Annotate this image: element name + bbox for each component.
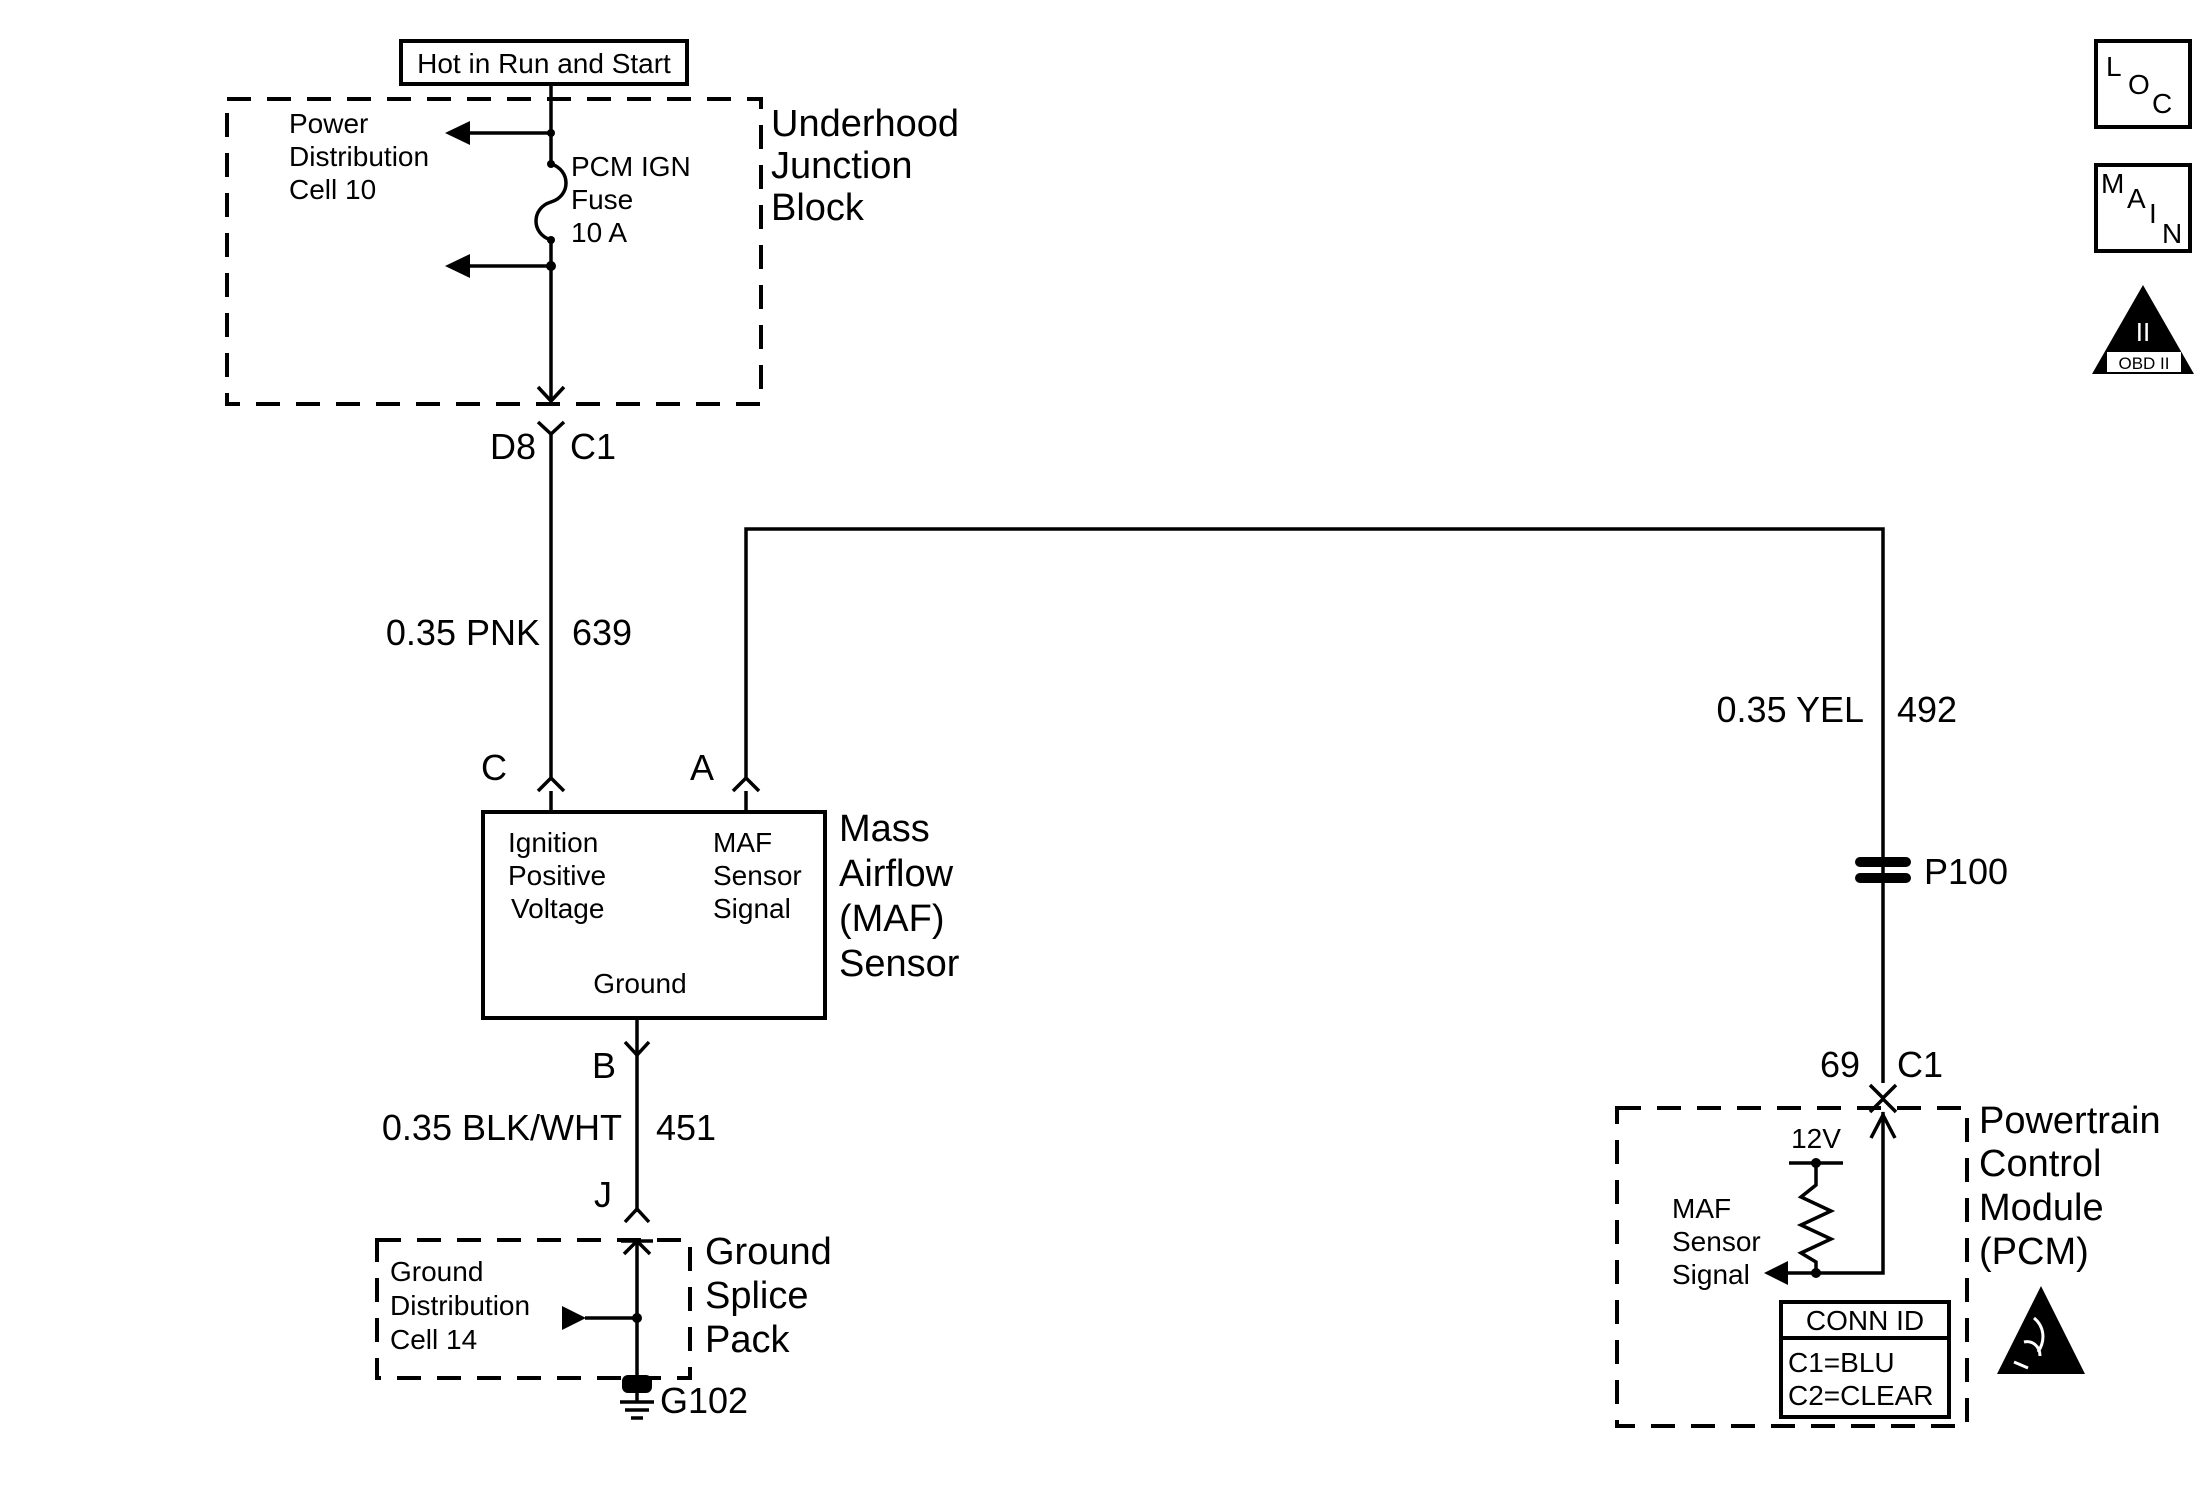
wire-yel-label: 0.35 YEL 492 (1717, 689, 1958, 730)
svg-text:0.35 PNK: 0.35 PNK (386, 612, 540, 653)
hot-in-run-start-label: Hot in Run and Start (399, 39, 689, 86)
ground-splice-pack: Ground Splice Pack (375, 1231, 832, 1380)
svg-text:B: B (592, 1045, 616, 1086)
svg-text:MAF: MAF (713, 827, 772, 858)
svg-text:Control: Control (1979, 1143, 2102, 1185)
svg-text:J: J (594, 1174, 612, 1215)
esd-sensitive-icon (1997, 1286, 2085, 1374)
svg-text:0.35 BLK/WHT: 0.35 BLK/WHT (382, 1107, 622, 1148)
svg-text:(MAF): (MAF) (839, 898, 945, 940)
svg-text:Positive: Positive (508, 860, 606, 891)
svg-text:Mass: Mass (839, 808, 930, 850)
svg-text:Cell 14: Cell 14 (390, 1324, 477, 1355)
connector-pin-b: B (592, 1040, 651, 1086)
svg-text:Splice: Splice (705, 1275, 809, 1317)
power-distribution-cell-10-label: Power Distribution Cell 10 (289, 108, 429, 205)
svg-text:PCM IGN: PCM IGN (571, 151, 691, 182)
svg-text:C: C (481, 747, 507, 788)
svg-text:Signal: Signal (1672, 1259, 1750, 1290)
arrow-left-icon (445, 121, 551, 145)
wire-yel-492 (744, 527, 1885, 1083)
svg-text:Block: Block (771, 187, 865, 229)
maf-sensor-name: Mass Airflow (MAF) Sensor (839, 808, 960, 985)
svg-text:639: 639 (572, 612, 632, 653)
ground-g102: G102 (620, 1375, 748, 1421)
connector-pin-j: J (594, 1174, 651, 1224)
svg-text:Sensor: Sensor (839, 943, 960, 985)
loc-icon[interactable]: L O C (2094, 39, 2192, 129)
svg-text:Underhood: Underhood (771, 103, 959, 145)
svg-text:Fuse: Fuse (571, 184, 633, 215)
svg-text:Powertrain: Powertrain (1979, 1100, 2161, 1142)
svg-text:OBD II: OBD II (2118, 354, 2169, 373)
svg-text:A: A (2127, 183, 2146, 214)
svg-text:Distribution: Distribution (390, 1290, 530, 1321)
svg-text:10 A: 10 A (571, 217, 627, 248)
svg-text:Airflow: Airflow (839, 853, 954, 895)
svg-text:Hot in Run and Start: Hot in Run and Start (417, 48, 671, 79)
svg-text:Module: Module (1979, 1187, 2104, 1229)
ground-distribution-cell-14-label: Ground Distribution Cell 14 (390, 1256, 530, 1355)
main-icon[interactable]: M A I N (2094, 163, 2192, 253)
svg-text:L: L (2106, 51, 2122, 82)
pcm-box: Powertrain Control Module (PCM) (1615, 1100, 2161, 1428)
svg-text:(PCM): (PCM) (1979, 1231, 2089, 1273)
connector-69-c1: 69 C1 (1820, 1044, 1943, 1114)
svg-text:O: O (2128, 69, 2150, 100)
svg-text:C1: C1 (1897, 1044, 1943, 1085)
svg-text:C1: C1 (570, 426, 616, 467)
svg-text:MAF: MAF (1672, 1193, 1731, 1224)
svg-text:492: 492 (1897, 689, 1957, 730)
svg-text:I: I (2149, 198, 2157, 229)
svg-text:Sensor: Sensor (713, 860, 802, 891)
svg-text:G102: G102 (660, 1380, 748, 1421)
arrow-left-icon (445, 254, 551, 278)
connector-pin-c: C (481, 747, 566, 793)
svg-text:Ground: Ground (705, 1231, 832, 1273)
svg-text:Power: Power (289, 108, 368, 139)
wire-blkwht-label: 0.35 BLK/WHT 451 (382, 1107, 716, 1148)
svg-text:C1=BLU: C1=BLU (1788, 1347, 1895, 1378)
pull-up-resistor: 12V (1789, 1123, 1843, 1278)
arrow-right-icon (562, 1306, 637, 1330)
svg-text:Sensor: Sensor (1672, 1226, 1761, 1257)
obd-ii-icon[interactable]: II OBD II (2092, 285, 2194, 374)
pcm-maf-signal-label: MAF Sensor Signal (1672, 1193, 1761, 1290)
svg-text:N: N (2162, 218, 2182, 249)
connector-d8-c1: D8 C1 (490, 385, 616, 467)
svg-text:Signal: Signal (713, 893, 791, 924)
maf-sensor-box: Ignition Positive Voltage MAF Sensor Sig… (481, 810, 827, 1020)
svg-text:69: 69 (1820, 1044, 1860, 1085)
svg-text:Distribution: Distribution (289, 141, 429, 172)
svg-text:P100: P100 (1924, 851, 2008, 892)
svg-text:M: M (2101, 168, 2124, 199)
svg-text:D8: D8 (490, 426, 536, 467)
underhood-junction-block: Underhood Junction Block (225, 97, 959, 406)
pcm-ign-fuse-label: PCM IGN Fuse 10 A (571, 151, 691, 248)
svg-text:II: II (2136, 317, 2150, 347)
svg-text:Junction: Junction (771, 145, 913, 187)
svg-text:C2=CLEAR: C2=CLEAR (1788, 1380, 1934, 1411)
svg-text:12V: 12V (1791, 1123, 1841, 1154)
svg-text:0.35 YEL: 0.35 YEL (1717, 689, 1864, 730)
svg-text:A: A (690, 747, 714, 788)
svg-text:CONN ID: CONN ID (1806, 1305, 1924, 1336)
svg-text:Pack: Pack (705, 1319, 790, 1361)
svg-text:Ground: Ground (390, 1256, 483, 1287)
fuse-icon (534, 162, 568, 242)
wire-pnk-label: 0.35 PNK 639 (386, 612, 632, 653)
arrow-left-icon (1764, 1261, 1816, 1285)
conn-id-box: CONN ID C1=BLU C2=CLEAR (1779, 1300, 1951, 1419)
svg-text:Cell 10: Cell 10 (289, 174, 376, 205)
inline-connector-p100: P100 (1855, 851, 2008, 892)
svg-text:451: 451 (656, 1107, 716, 1148)
svg-text:Ground: Ground (593, 968, 686, 999)
svg-text:Ignition: Ignition (508, 827, 598, 858)
svg-text:C: C (2152, 88, 2172, 119)
connector-pin-a: A (690, 747, 761, 793)
svg-text:Voltage: Voltage (511, 893, 604, 924)
